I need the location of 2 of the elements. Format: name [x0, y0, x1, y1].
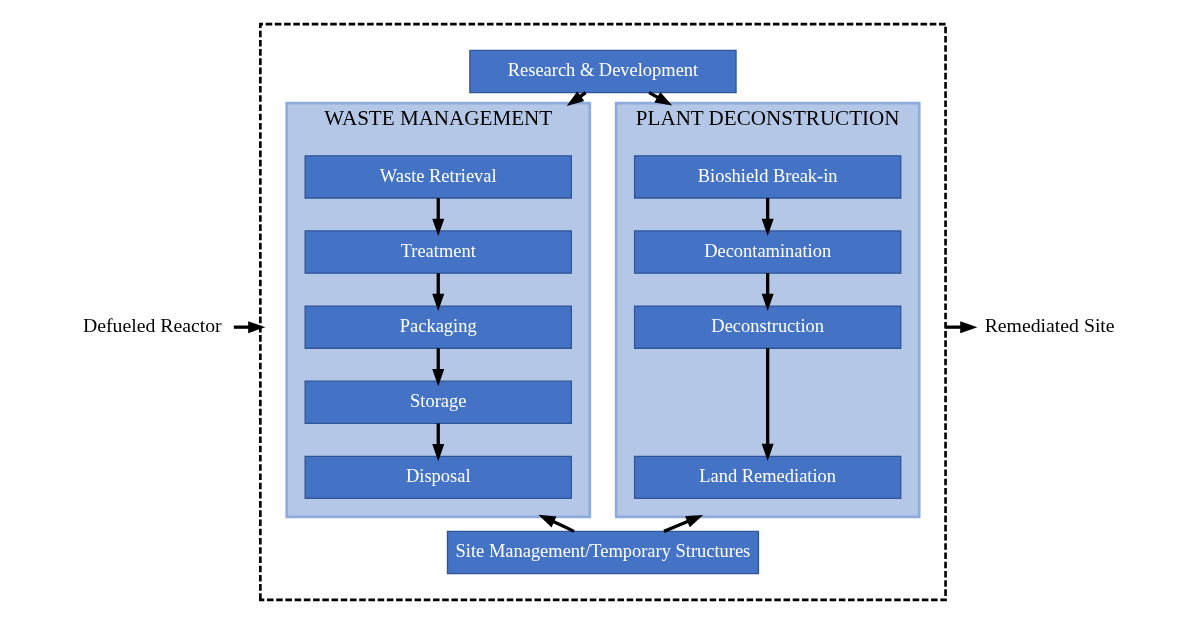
node-text: Defueled Reactor [82, 313, 222, 336]
node-text: Remediated Site [984, 313, 1115, 336]
